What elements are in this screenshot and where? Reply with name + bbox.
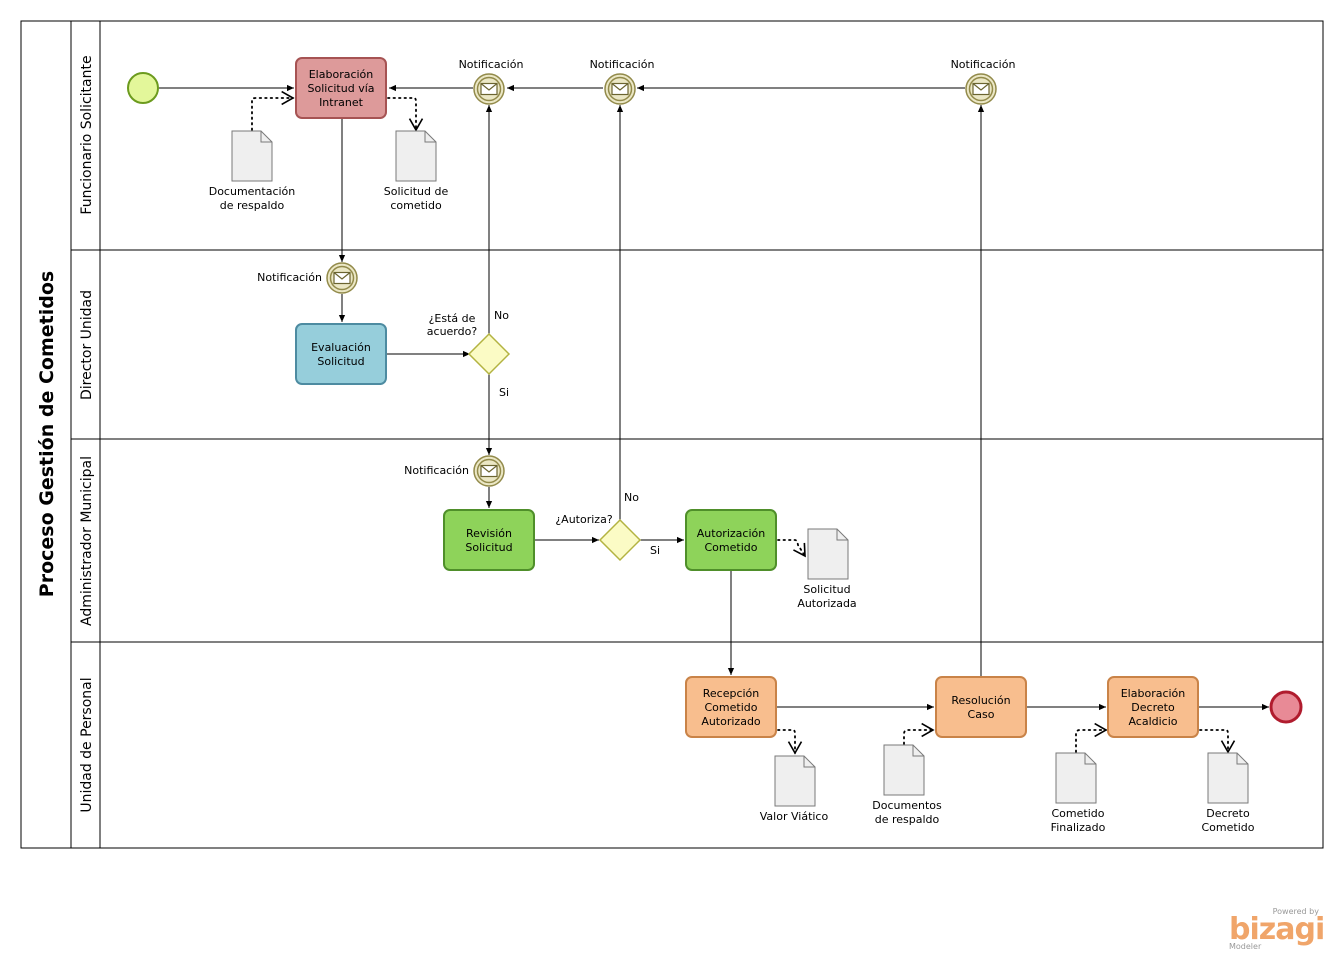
task-label-line: Solicitud bbox=[317, 355, 364, 368]
lane-label-funcionario: Funcionario Solicitante bbox=[79, 55, 95, 214]
gateway2-no-label: No bbox=[624, 491, 639, 504]
envelope-icon bbox=[480, 82, 498, 96]
document-label-line: Finalizado bbox=[1051, 821, 1106, 834]
modeler-text: Modeler bbox=[1229, 942, 1262, 951]
task-label-line: Elaboración bbox=[1121, 687, 1186, 700]
assoc-doc-respaldo-1 bbox=[251, 90, 295, 131]
task-label-line: Revisión bbox=[466, 527, 512, 540]
assoc-documentos-respaldo bbox=[903, 722, 935, 745]
document-label-line: Solicitud bbox=[803, 583, 850, 596]
assoc-decreto-cometido bbox=[1199, 729, 1236, 754]
bizagi-wordmark: bizagi bbox=[1229, 912, 1325, 947]
document-label-line: cometido bbox=[390, 199, 442, 212]
lane-label-administrador: Administrador Municipal bbox=[79, 456, 95, 626]
task-label-line: Caso bbox=[968, 708, 995, 721]
envelope-icon bbox=[333, 271, 351, 285]
end-event[interactable] bbox=[1269, 690, 1303, 724]
gateway-autoriza[interactable] bbox=[598, 518, 642, 562]
gateway2-yes-label: Si bbox=[650, 544, 660, 557]
powered-by-text: Powered by bbox=[1272, 907, 1319, 916]
task-label-line: Resolución bbox=[951, 694, 1010, 707]
associations bbox=[251, 90, 1236, 755]
gateway1-question-line1: ¿Está de bbox=[429, 312, 476, 325]
message-event-notif-admin[interactable]: Notificación bbox=[404, 455, 505, 487]
sequence-flows bbox=[159, 84, 1269, 711]
task-label-line: Elaboración bbox=[309, 68, 374, 81]
lane-label-personal: Unidad de Personal bbox=[79, 677, 95, 812]
lane-labels: Funcionario Solicitante Director Unidad … bbox=[79, 55, 95, 812]
message-event-notif-2[interactable]: Notificación bbox=[590, 58, 655, 105]
task-label-line: Solicitud bbox=[465, 541, 512, 554]
document-label-line: Documentación bbox=[209, 185, 296, 198]
task-label-line: Acaldicio bbox=[1128, 715, 1177, 728]
message-event-label: Notificación bbox=[951, 58, 1016, 71]
document-label-line: Solicitud de bbox=[384, 185, 449, 198]
pool-title: Proceso Gestión de Cometidos bbox=[36, 271, 58, 597]
envelope-icon bbox=[480, 464, 498, 478]
assoc-solicitud-autorizada bbox=[777, 539, 806, 558]
task-label-line: Evaluación bbox=[311, 341, 371, 354]
document-label-line: Decreto bbox=[1206, 807, 1250, 820]
assoc-solicitud-cometido bbox=[387, 97, 424, 132]
document-label-line: Cometido bbox=[1052, 807, 1105, 820]
document-label-line: de respaldo bbox=[220, 199, 285, 212]
gateway1-yes-label: Si bbox=[499, 386, 509, 399]
assoc-valor-viatico bbox=[777, 729, 803, 755]
document-valor-viatico[interactable]: Valor Viático bbox=[760, 755, 829, 823]
task-label-line: Solicitud vía bbox=[308, 82, 375, 95]
message-event-label: Notificación bbox=[459, 58, 524, 71]
gateway-esta-de-acuerdo[interactable] bbox=[467, 332, 511, 376]
envelope-icon bbox=[611, 82, 629, 96]
bizagi-logo: Powered by bizagi Modeler bbox=[1229, 907, 1325, 951]
gateway-labels: ¿Está de acuerdo? No Si ¿Autoriza? No Si bbox=[427, 309, 660, 557]
message-event-label: Notificación bbox=[590, 58, 655, 71]
start-event[interactable] bbox=[127, 72, 159, 104]
document-label-line: de respaldo bbox=[875, 813, 940, 826]
gateway1-no-label: No bbox=[494, 309, 509, 322]
document-label-line: Cometido bbox=[1202, 821, 1255, 834]
task-label-line: Cometido bbox=[705, 701, 758, 714]
document-label-line: Documentos bbox=[872, 799, 942, 812]
message-event-notif-1[interactable]: Notificación bbox=[459, 58, 524, 105]
message-event-label: Notificación bbox=[257, 271, 322, 284]
message-event-label: Notificación bbox=[404, 464, 469, 477]
assoc-cometido-finalizado bbox=[1075, 722, 1108, 753]
task-label-line: Decreto bbox=[1131, 701, 1175, 714]
document-label-line: Autorizada bbox=[797, 597, 856, 610]
task-label-line: Intranet bbox=[319, 96, 364, 109]
lane-label-director: Director Unidad bbox=[79, 290, 95, 400]
gateway2-question: ¿Autoriza? bbox=[555, 513, 612, 526]
task-label-line: Autorización bbox=[697, 527, 765, 540]
message-event-notif-director[interactable]: Notificación bbox=[257, 262, 358, 294]
task-label-line: Autorizado bbox=[701, 715, 761, 728]
document-label-line: Valor Viático bbox=[760, 810, 829, 823]
task-label-line: Cometido bbox=[705, 541, 758, 554]
task-label-line: Recepción bbox=[703, 687, 760, 700]
message-event-notif-3[interactable]: Notificación bbox=[951, 58, 1016, 105]
gateway1-question-line2: acuerdo? bbox=[427, 325, 478, 338]
envelope-icon bbox=[972, 82, 990, 96]
